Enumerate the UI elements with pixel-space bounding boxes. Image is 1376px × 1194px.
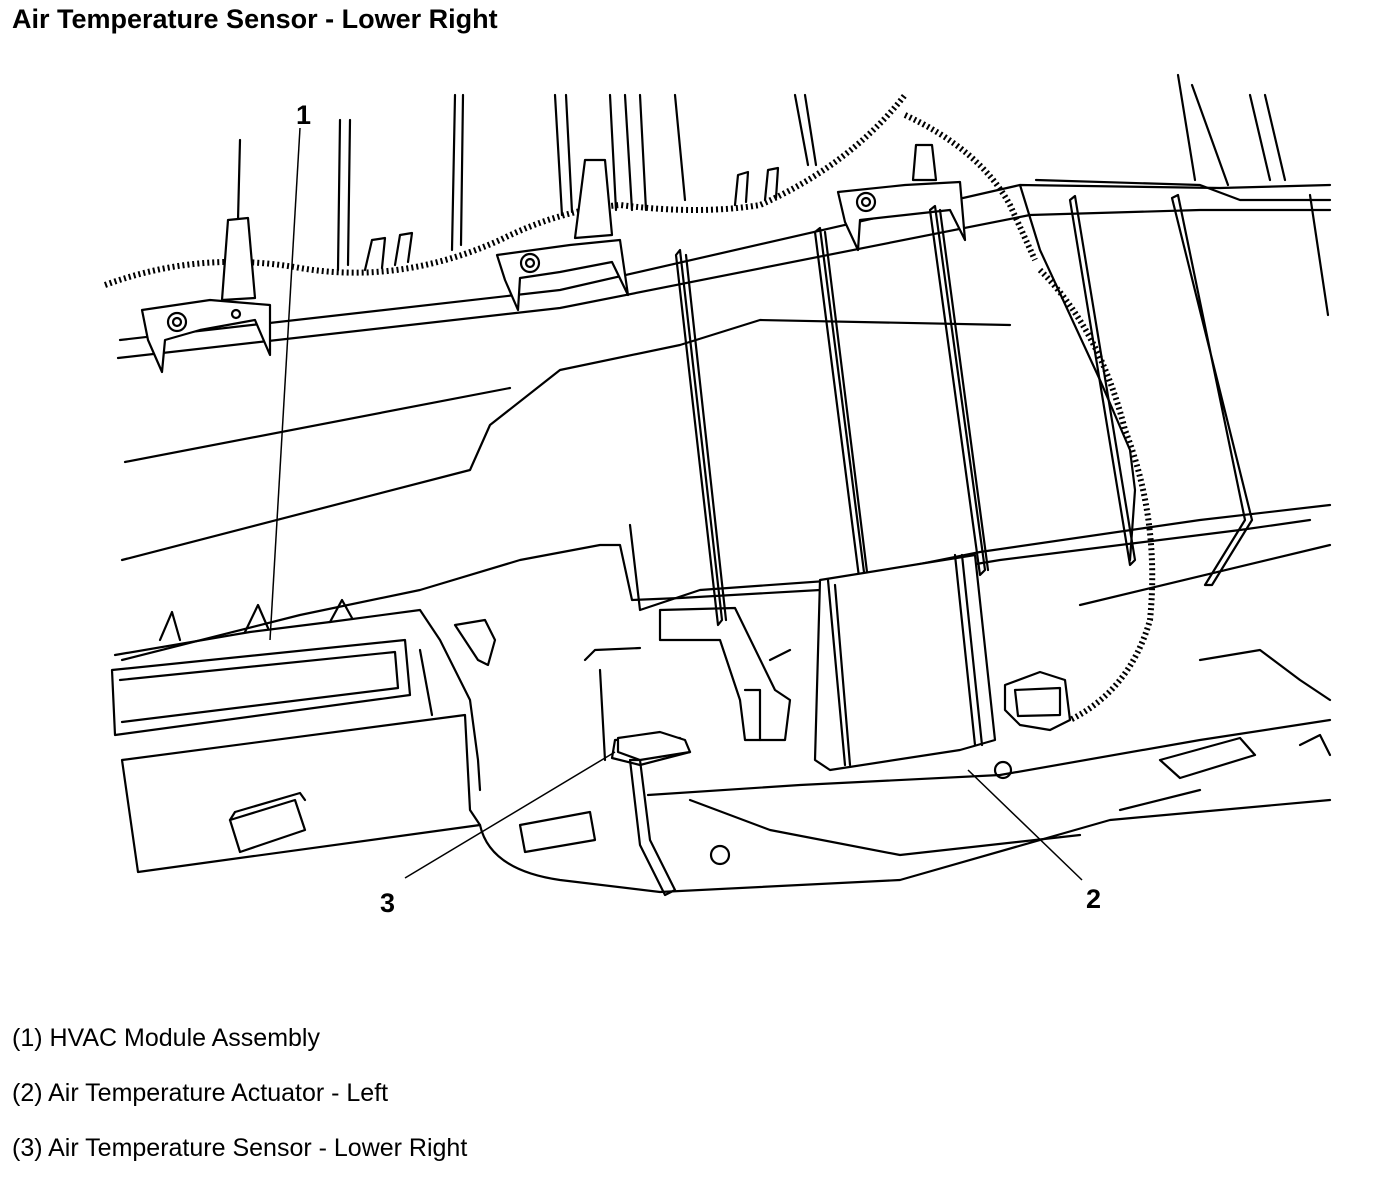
wiring-harness: [103, 93, 1156, 723]
mounting-brackets: [140, 143, 967, 374]
leader-line-1: [269, 127, 301, 641]
callout-3: 3: [380, 888, 395, 918]
hvac-module-illustration: 1 2 3: [103, 73, 1332, 918]
leader-line-2: [967, 769, 1083, 881]
air-temperature-sensor: [616, 730, 692, 762]
housing-ribs: [674, 193, 1254, 627]
floor-pan: [478, 646, 1332, 897]
legend-item-actuator: (2) Air Temperature Actuator - Left: [12, 1079, 389, 1107]
legend: (1) HVAC Module Assembly (2) Air Tempera…: [12, 1020, 467, 1185]
callout-1: 1: [296, 100, 311, 130]
dash-panel-lines: [236, 73, 1330, 317]
leader-lines: [269, 127, 1083, 881]
diagram-title: Air Temperature Sensor - Lower Right: [12, 4, 498, 34]
lower-left-duct: [110, 598, 497, 874]
legend-item-hvac-module: (1) HVAC Module Assembly: [12, 1024, 320, 1052]
legend-item-sensor: (3) Air Temperature Sensor - Lower Right: [12, 1134, 468, 1162]
leader-line-3: [404, 751, 616, 879]
duct-body: [120, 183, 1332, 662]
callout-2: 2: [1086, 884, 1101, 914]
air-temperature-actuator: [658, 553, 1072, 772]
